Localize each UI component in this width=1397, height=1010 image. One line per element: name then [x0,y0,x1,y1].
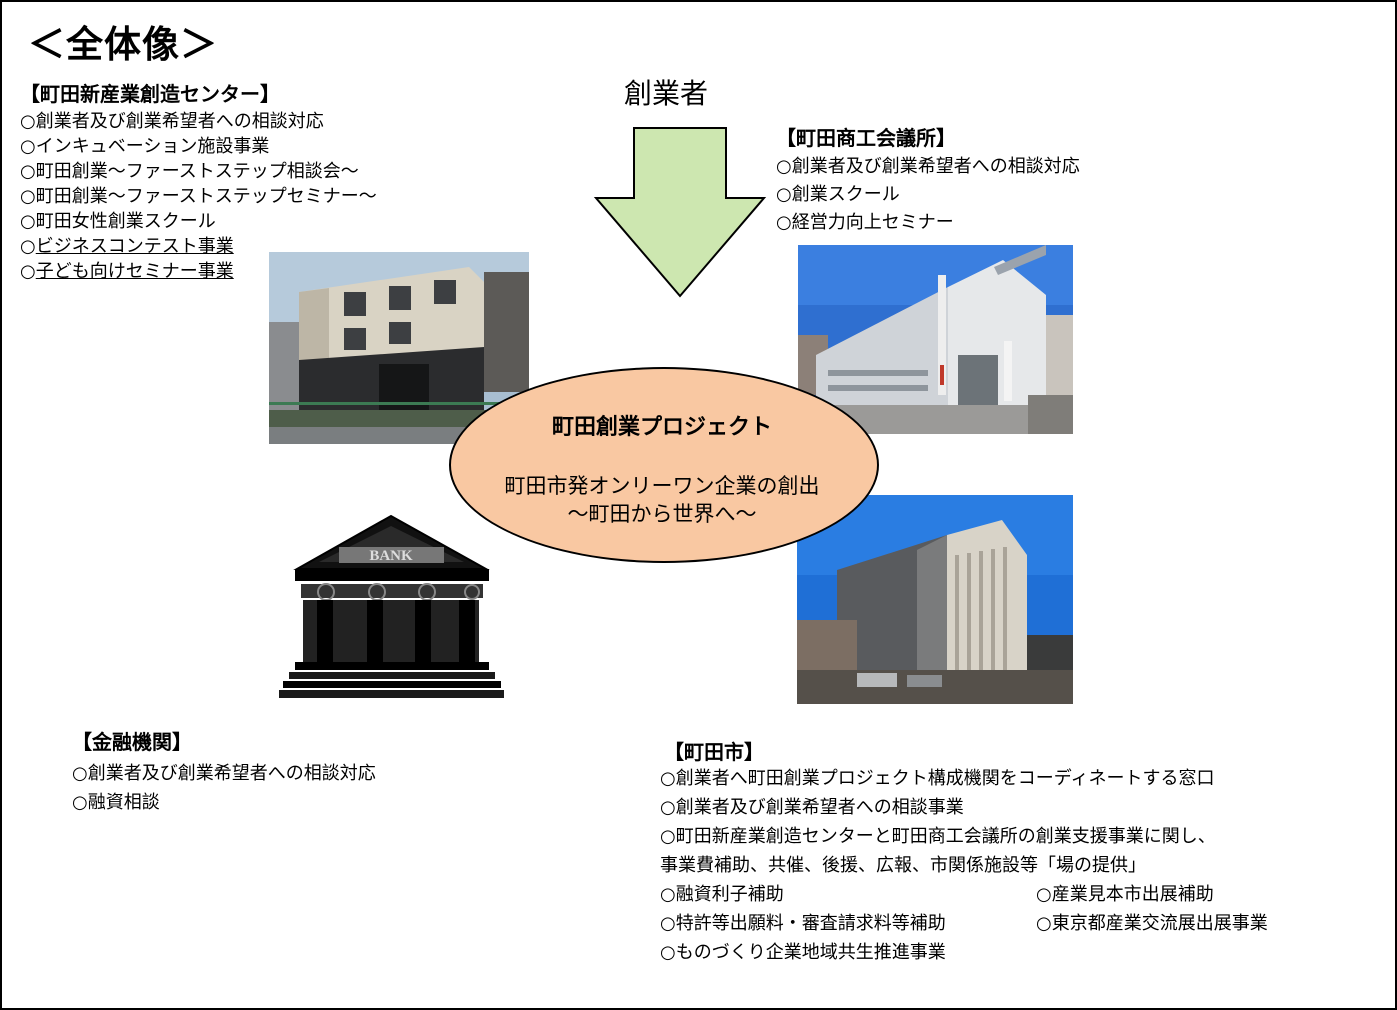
incubation-item: ○町田女性創業スクール [20,211,216,232]
city-item: ○融資利子補助 [660,884,784,905]
city-hall-photo [797,495,1073,704]
project-subtitle: 町田市発オンリーワン企業の創出 [504,474,820,498]
project-slogan: ～町田から世界へ～ [567,502,757,526]
city-item: ○産業見本市出展補助 [1036,884,1214,905]
city-item: ○東京都産業交流展出展事業 [1036,913,1268,934]
city-item: ○特許等出願料・審査請求料等補助 [660,913,946,934]
bank-title: 【金融機関】 [72,730,192,754]
incubation-center-section: 【町田新産業創造センター】 ○創業者及び創業希望者への相談対応 ○インキュベーシ… [20,78,377,284]
incubation-item: ○インキュベーション施設事業 [20,136,270,157]
incubation-item-link[interactable]: ○ビジネスコンテスト事業 [20,236,234,257]
chamber-item: ○創業者及び創業希望者への相談対応 [776,156,1080,177]
down-arrow-icon [593,127,767,298]
bank-section: 【金融機関】 ○創業者及び創業希望者への相談対応 ○融資相談 [72,726,376,817]
city-items: ○創業者へ町田創業プロジェクト構成機関をコーディネートする窓口 ○創業者及び創業… [660,764,1268,967]
project-ellipse [449,367,879,563]
chamber-title: 【町田商工会議所】 [776,126,956,150]
incubation-item-link[interactable]: ○子ども向けセミナー事業 [20,261,234,282]
city-item: ○創業者へ町田創業プロジェクト構成機関をコーディネートする窓口 [660,768,1215,789]
bank-item: ○融資相談 [72,792,160,813]
chamber-item: ○創業スクール [776,184,900,205]
incubation-item: ○創業者及び創業希望者への相談対応 [20,111,324,132]
chamber-section: 【町田商工会議所】 ○創業者及び創業希望者への相談対応 ○創業スクール ○経営力… [776,122,1080,237]
chamber-item: ○経営力向上セミナー [776,212,954,233]
city-section: 【町田市】 [664,736,764,765]
project-title: 町田創業プロジェクト [551,415,772,440]
city-item: 事業費補助、共催、後援、広報、市関係施設等「場の提供」 [660,855,1146,876]
city-item: ○ものづくり企業地域共生推進事業 [660,942,946,963]
bank-icon: BANK [279,514,504,698]
bank-item: ○創業者及び創業希望者への相談対応 [72,763,376,784]
page-title: ＜全体像＞ [28,23,218,66]
incubation-item: ○町田創業～ファーストステップセミナー～ [20,186,377,207]
chamber-photo [798,245,1073,434]
incubation-item: ○町田創業～ファーストステップ相談会～ [20,161,359,182]
founder-label: 創業者 [624,77,709,110]
city-item: ○町田新産業創造センターと町田商工会議所の創業支援事業に関し、 [660,826,1216,847]
city-item: ○創業者及び創業希望者への相談事業 [660,797,964,818]
bank-logo-text: BANK [369,548,413,564]
city-title: 【町田市】 [664,740,764,764]
incubation-center-title: 【町田新産業創造センター】 [20,82,280,106]
